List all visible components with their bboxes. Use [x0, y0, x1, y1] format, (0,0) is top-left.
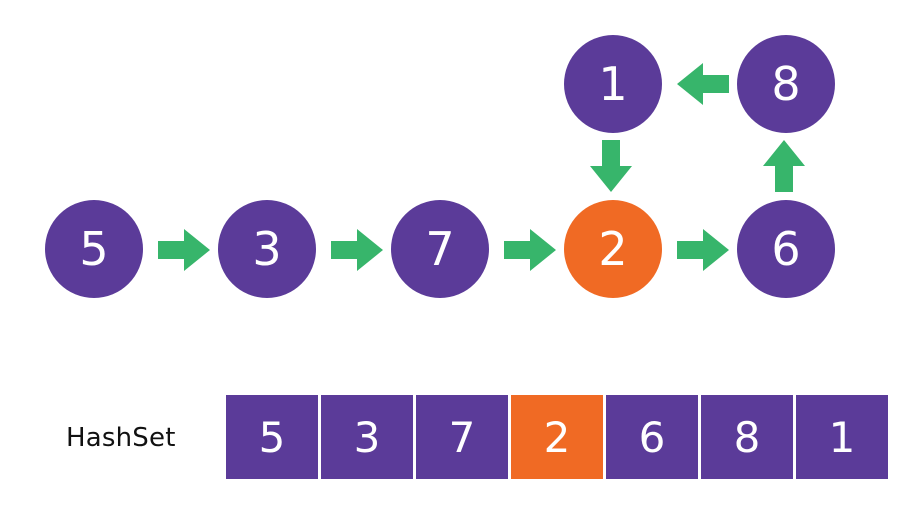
node-6: 6 [737, 200, 835, 298]
arrow-up-icon [763, 140, 805, 192]
arrow-right-icon [158, 229, 210, 271]
hashset-cell: 1 [796, 395, 888, 479]
node-3: 3 [218, 200, 316, 298]
arrow-down-icon [590, 140, 632, 192]
arrow-left-icon [677, 63, 729, 105]
node-2: 2 [564, 200, 662, 298]
arrow-right-icon [331, 229, 383, 271]
arrow-right-icon [677, 229, 729, 271]
hashset-cell: 5 [226, 395, 318, 479]
hashset-cell: 8 [701, 395, 793, 479]
node-7: 7 [391, 200, 489, 298]
hashset-cell-highlight: 2 [511, 395, 603, 479]
hashset-label: HashSet [66, 423, 176, 453]
node-5: 5 [45, 200, 143, 298]
hashset-cell: 3 [321, 395, 413, 479]
node-1: 1 [564, 35, 662, 133]
node-8: 8 [737, 35, 835, 133]
hashset-cell: 6 [606, 395, 698, 479]
arrow-right-icon [504, 229, 556, 271]
hashset-cell: 7 [416, 395, 508, 479]
